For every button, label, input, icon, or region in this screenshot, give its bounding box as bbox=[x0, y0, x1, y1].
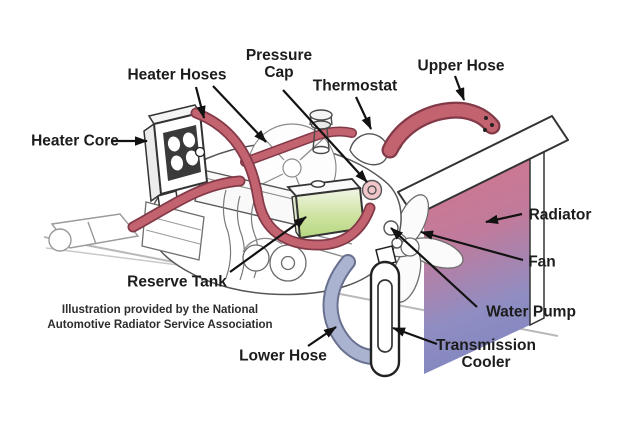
label-lower-hose: Lower Hose bbox=[239, 347, 327, 365]
arrow-upper-hose bbox=[453, 75, 466, 101]
label-fan: Fan bbox=[528, 253, 556, 271]
arrow-lower-hose bbox=[307, 326, 337, 347]
arrow-heater-hose-1 bbox=[194, 86, 206, 119]
arrow-reserve-tank bbox=[229, 216, 307, 273]
transmission-cooler-illustration bbox=[369, 245, 401, 378]
credit-line-1: Illustration provided by the National bbox=[61, 304, 259, 317]
arrow-transmission-cooler bbox=[392, 326, 438, 346]
credit-text: Illustration provided by the National Au… bbox=[47, 303, 272, 333]
heater-core-illustration bbox=[143, 104, 209, 211]
callout-arrows bbox=[113, 75, 524, 347]
lower-hose-illustration bbox=[322, 254, 380, 365]
radiator-illustration bbox=[397, 115, 569, 374]
label-water-pump: Water Pump bbox=[486, 303, 576, 321]
heater-hoses-illustration bbox=[127, 107, 376, 251]
pressure-cap-illustration bbox=[309, 109, 333, 155]
arrow-radiator bbox=[485, 212, 523, 224]
label-upper-hose: Upper Hose bbox=[417, 57, 505, 75]
filler-cap bbox=[361, 179, 383, 201]
label-reserve-tank: Reserve Tank bbox=[127, 273, 227, 291]
label-radiator: Radiator bbox=[528, 206, 592, 224]
label-heater-hoses: Heater Hoses bbox=[127, 66, 227, 84]
arrow-heater-hose-2 bbox=[212, 85, 267, 143]
hose-clamp-marks bbox=[483, 116, 494, 132]
upper-hose-illustration bbox=[381, 101, 501, 159]
credit-line-2: Automotive Radiator Service Association bbox=[47, 319, 273, 331]
label-thermostat: Thermostat bbox=[312, 77, 398, 95]
label-pressure-cap: Pressure Cap bbox=[245, 46, 313, 81]
label-transmission-cooler: Transmission Cooler bbox=[436, 336, 536, 371]
crossmember-illustration bbox=[48, 213, 140, 252]
arrow-pressure-cap bbox=[282, 89, 368, 183]
arrow-thermostat bbox=[355, 96, 372, 130]
arrow-water-pump bbox=[390, 227, 478, 308]
arrow-fan bbox=[420, 230, 524, 262]
label-heater-core: Heater Core bbox=[31, 132, 119, 150]
